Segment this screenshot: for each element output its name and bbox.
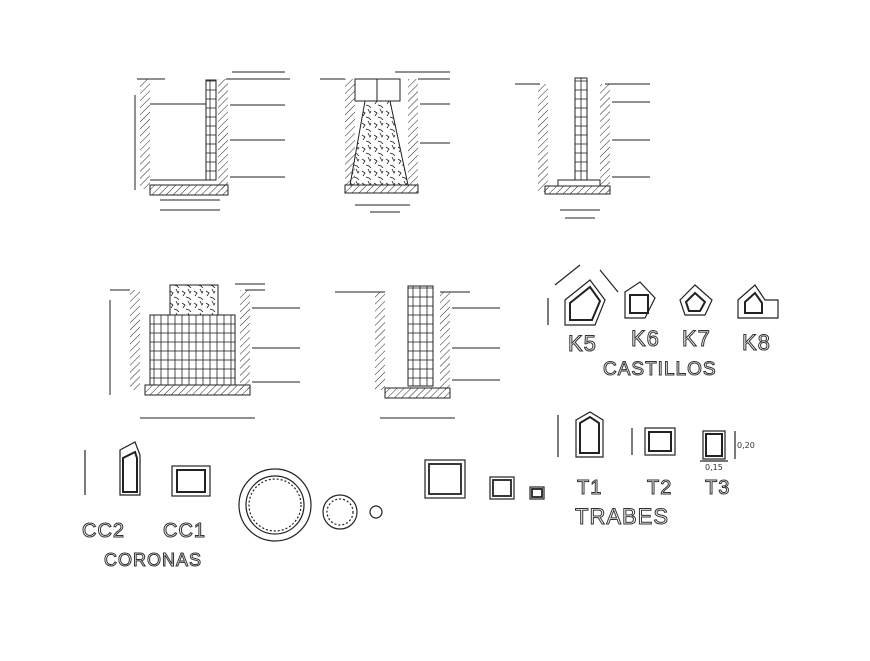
- trabes-labels: 0,20 0,15 T1 T2 T3 TRABES: [575, 441, 755, 530]
- castillos-details: [547, 264, 779, 326]
- label-t1: T1: [577, 477, 602, 499]
- label-k8: K8: [742, 330, 771, 355]
- castillos-labels: K5 K6 K7 K8 CASTILLOS: [568, 326, 771, 381]
- t3-width-dimension: 0,15: [705, 463, 723, 472]
- footing-section-b: [320, 71, 450, 213]
- coronas-labels: CC2 CC1 CORONAS: [82, 520, 206, 571]
- trabes-title: TRABES: [575, 504, 669, 529]
- label-k7: K7: [682, 326, 711, 351]
- footing-section-d: [109, 283, 300, 419]
- label-t3: T3: [705, 477, 730, 499]
- coronas-title: CORONAS: [104, 550, 202, 570]
- footing-section-a: [134, 71, 290, 211]
- label-t2: T2: [647, 477, 672, 499]
- castillos-title: CASTILLOS: [603, 359, 717, 380]
- footing-section-c: [515, 77, 650, 219]
- footing-section-e: [335, 285, 500, 419]
- label-cc2: CC2: [82, 520, 125, 542]
- trabes-details: [557, 411, 736, 462]
- label-cc1: CC1: [163, 520, 206, 542]
- label-k6: K6: [631, 326, 660, 351]
- t3-height-dimension: 0,20: [737, 441, 755, 450]
- label-k5: K5: [568, 331, 597, 356]
- coronas-details: [84, 441, 545, 542]
